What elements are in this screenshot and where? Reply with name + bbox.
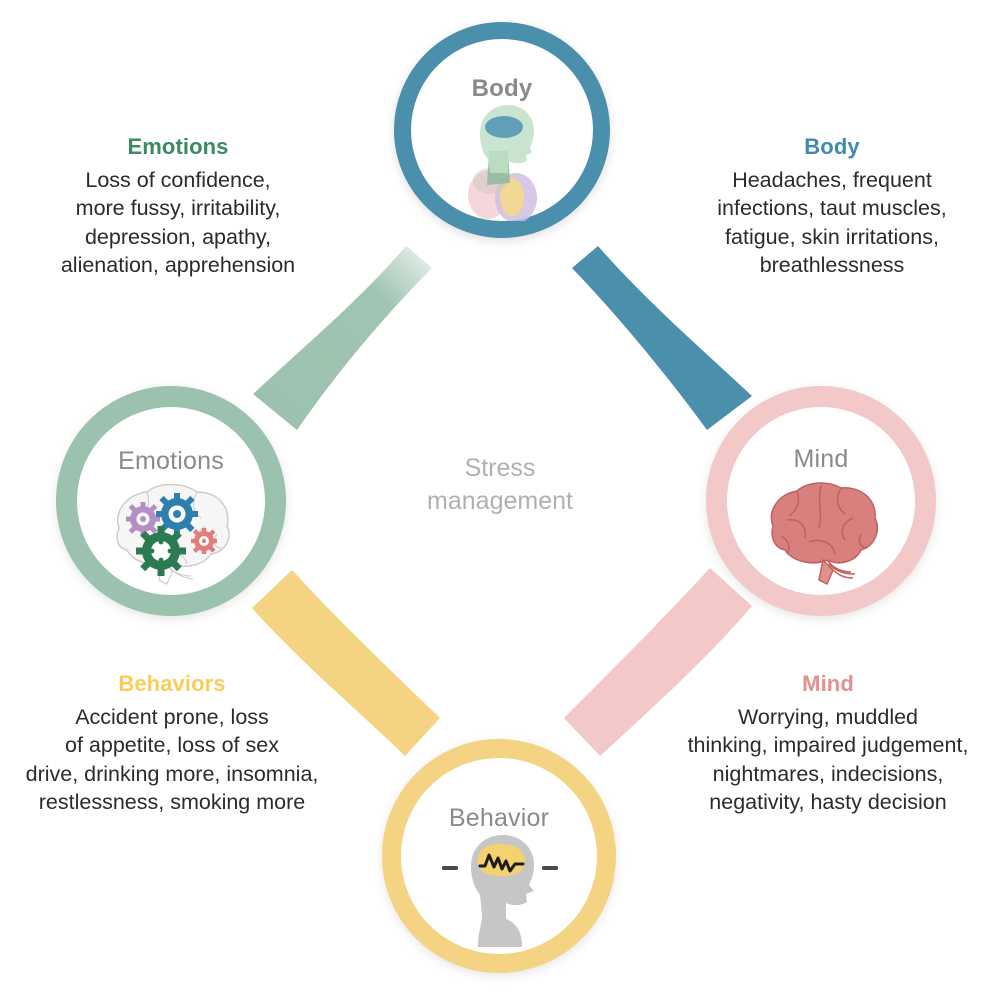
text-block-behaviors-heading: Behaviors: [118, 671, 226, 696]
line: alienation, apprehension: [60, 253, 296, 278]
text-block-body-body: Headaches, frequent infections, taut mus…: [662, 166, 1000, 280]
line: fatigue, skin irritations,: [725, 224, 939, 249]
brain-icon: [757, 474, 885, 586]
line: infections, taut muscles,: [717, 196, 947, 221]
node-behavior-label: Behavior: [448, 804, 550, 832]
node-body-label: Body: [471, 75, 533, 102]
text-block-mind-heading: Mind: [802, 671, 854, 696]
line: depression, apathy,: [84, 224, 272, 249]
text-block-emotions-heading: Emotions: [127, 134, 229, 159]
text-block-emotions: Emotions Loss of confidence, more fussy,…: [8, 134, 348, 280]
line: thinking, impaired judgement,: [687, 733, 969, 758]
center-caption-line1: Stress: [464, 454, 536, 482]
text-block-emotions-body: Loss of confidence, more fussy, irritabi…: [8, 166, 348, 280]
connector-mind-behavior: [564, 568, 752, 756]
node-emotions[interactable]: Emotions: [56, 386, 286, 616]
connector-emotions-behavior: [252, 570, 440, 756]
line: of appetite, loss of sex: [65, 733, 279, 758]
line: negativity, hasty decision: [709, 790, 947, 815]
center-caption-line2: management: [427, 487, 573, 515]
connector-body-mind: [572, 246, 752, 430]
gear-green: [136, 526, 186, 576]
line: Worrying, muddled: [737, 705, 919, 729]
line: Headaches, frequent: [732, 168, 932, 192]
node-mind-label: Mind: [793, 445, 849, 473]
center-caption: Stress management: [380, 452, 620, 518]
head-torso-organs-icon: [450, 103, 554, 221]
brain-gears-icon: [105, 476, 237, 586]
text-block-behaviors: Behaviors Accident prone, loss of appeti…: [0, 671, 350, 817]
line: restlessness, smoking more: [38, 790, 306, 815]
node-behavior[interactable]: Behavior: [382, 739, 616, 973]
text-block-mind: Mind Worrying, muddled thinking, impaire…: [648, 671, 1000, 817]
line: Loss of confidence,: [85, 168, 271, 192]
text-block-body-heading: Body: [804, 134, 860, 159]
connector-body-emotions: [253, 246, 432, 430]
text-block-body: Body Headaches, frequent infections, tau…: [662, 134, 1000, 280]
node-emotions-label: Emotions: [118, 447, 224, 475]
gear-blue: [156, 493, 198, 535]
gear-purple: [126, 502, 160, 536]
line: Accident prone, loss: [75, 705, 269, 729]
line: drive, drinking more, insomnia,: [25, 761, 319, 786]
line: nightmares, indecisions,: [712, 761, 944, 786]
head-brainwave-icon: [430, 833, 568, 949]
line: breathlessness: [759, 253, 905, 278]
text-block-mind-body: Worrying, muddled thinking, impaired jud…: [648, 703, 1000, 817]
node-body[interactable]: Body: [394, 22, 610, 238]
gear-red: [191, 528, 217, 554]
text-block-behaviors-body: Accident prone, loss of appetite, loss o…: [0, 703, 350, 817]
node-mind[interactable]: Mind: [706, 386, 936, 616]
line: more fussy, irritability,: [75, 196, 281, 221]
